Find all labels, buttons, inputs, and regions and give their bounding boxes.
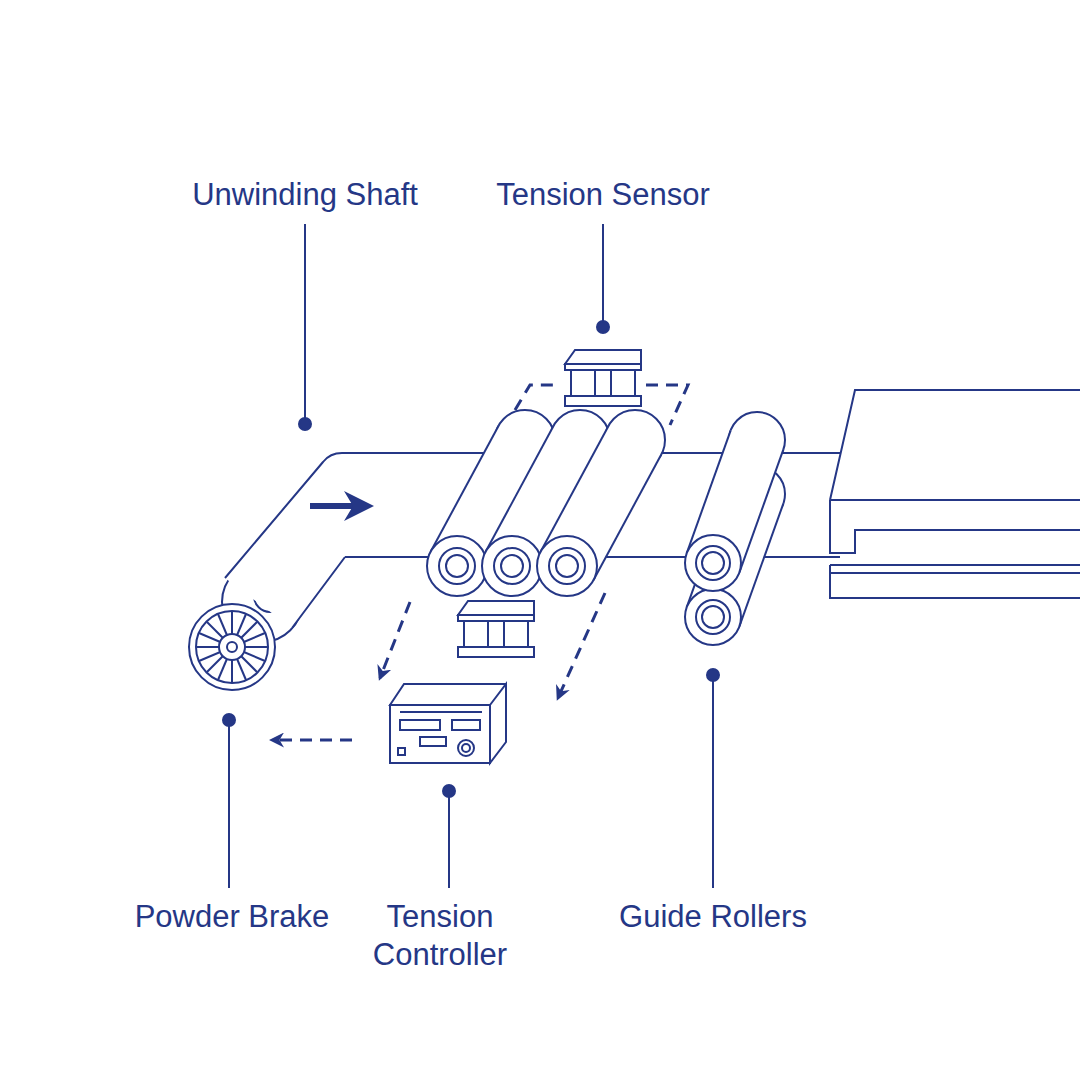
part-label: Powder Brake — [135, 898, 330, 936]
part-label: Guide Rollers — [619, 898, 807, 936]
part-label: Tension Controller — [340, 898, 540, 974]
part-label: Unwinding Shaft — [192, 176, 418, 214]
part-label: Tension Sensor — [496, 176, 710, 214]
